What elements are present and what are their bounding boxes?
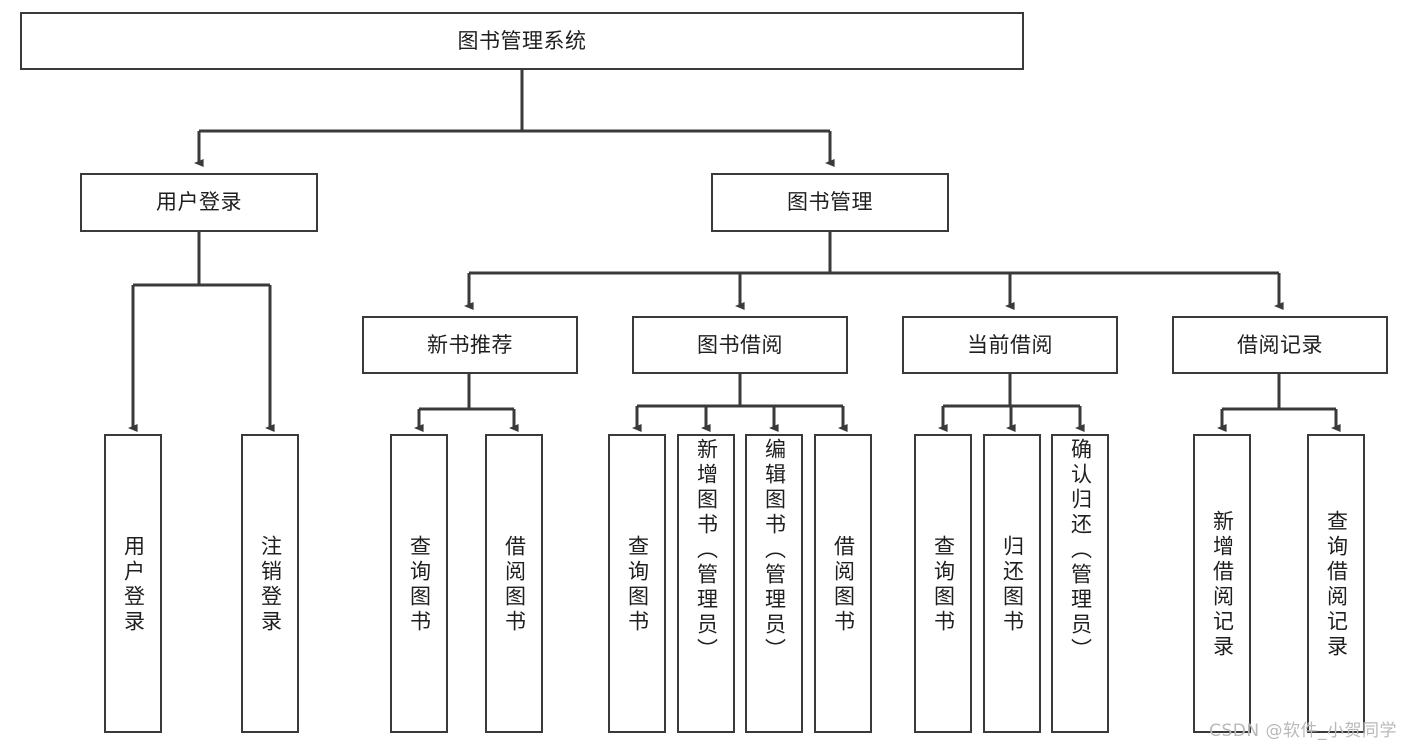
node-book-borrow[interactable]: 图书借阅 [632, 316, 848, 374]
node-label: 查询图书 [625, 534, 650, 635]
node-label: 图书管理 [787, 190, 873, 215]
csdn-watermark: CSDN @软件_小贺同学 [1209, 721, 1397, 741]
node-label: 查询图书 [407, 534, 432, 635]
leaf-user-login-do[interactable]: 用户登录 [104, 434, 162, 733]
leaf-record-add-borrow-record[interactable]: 新增借阅记录 [1193, 434, 1251, 733]
node-label: 查询图书 [931, 534, 956, 635]
node-label: 新增图书（管理员） [694, 438, 719, 663]
node-label: 查询借阅记录 [1324, 509, 1349, 660]
leaf-current-confirm-return-admin[interactable]: 确认归还（管理员） [1051, 434, 1109, 733]
leaf-borrow-add-book-admin[interactable]: 新增图书（管理员） [677, 434, 735, 733]
node-label: 注销登录 [258, 534, 283, 635]
leaf-current-query-book[interactable]: 查询图书 [914, 434, 972, 733]
leaf-recommend-query-book[interactable]: 查询图书 [390, 434, 448, 733]
node-borrow-record[interactable]: 借阅记录 [1172, 316, 1388, 374]
node-label: 图书管理系统 [457, 28, 587, 53]
node-label: 新书推荐 [427, 332, 513, 357]
node-label: 当前借阅 [967, 332, 1053, 357]
node-label: 新增借阅记录 [1210, 509, 1235, 660]
node-label: 归还图书 [1000, 534, 1025, 635]
leaf-borrow-borrow-book[interactable]: 借阅图书 [814, 434, 872, 733]
leaf-borrow-query-book[interactable]: 查询图书 [608, 434, 666, 733]
node-user-login[interactable]: 用户登录 [80, 173, 318, 232]
node-label: 借阅图书 [831, 534, 856, 635]
node-book-management[interactable]: 图书管理 [711, 173, 949, 232]
leaf-user-logout[interactable]: 注销登录 [241, 434, 299, 733]
node-label: 图书借阅 [697, 332, 783, 357]
node-label: 用户登录 [156, 190, 242, 215]
node-label: 确认归还（管理员） [1068, 438, 1093, 663]
leaf-recommend-borrow-book[interactable]: 借阅图书 [485, 434, 543, 733]
node-label: 编辑图书（管理员） [762, 438, 787, 663]
leaf-record-query-borrow-record[interactable]: 查询借阅记录 [1307, 434, 1365, 733]
leaf-borrow-edit-book-admin[interactable]: 编辑图书（管理员） [745, 434, 803, 733]
node-current-borrow[interactable]: 当前借阅 [902, 316, 1118, 374]
node-label: 借阅图书 [502, 534, 527, 635]
leaf-current-return-book[interactable]: 归还图书 [983, 434, 1041, 733]
node-label: 借阅记录 [1237, 332, 1323, 357]
node-label: 用户登录 [121, 534, 146, 635]
node-root-system[interactable]: 图书管理系统 [20, 12, 1024, 70]
node-new-book-recommend[interactable]: 新书推荐 [362, 316, 578, 374]
